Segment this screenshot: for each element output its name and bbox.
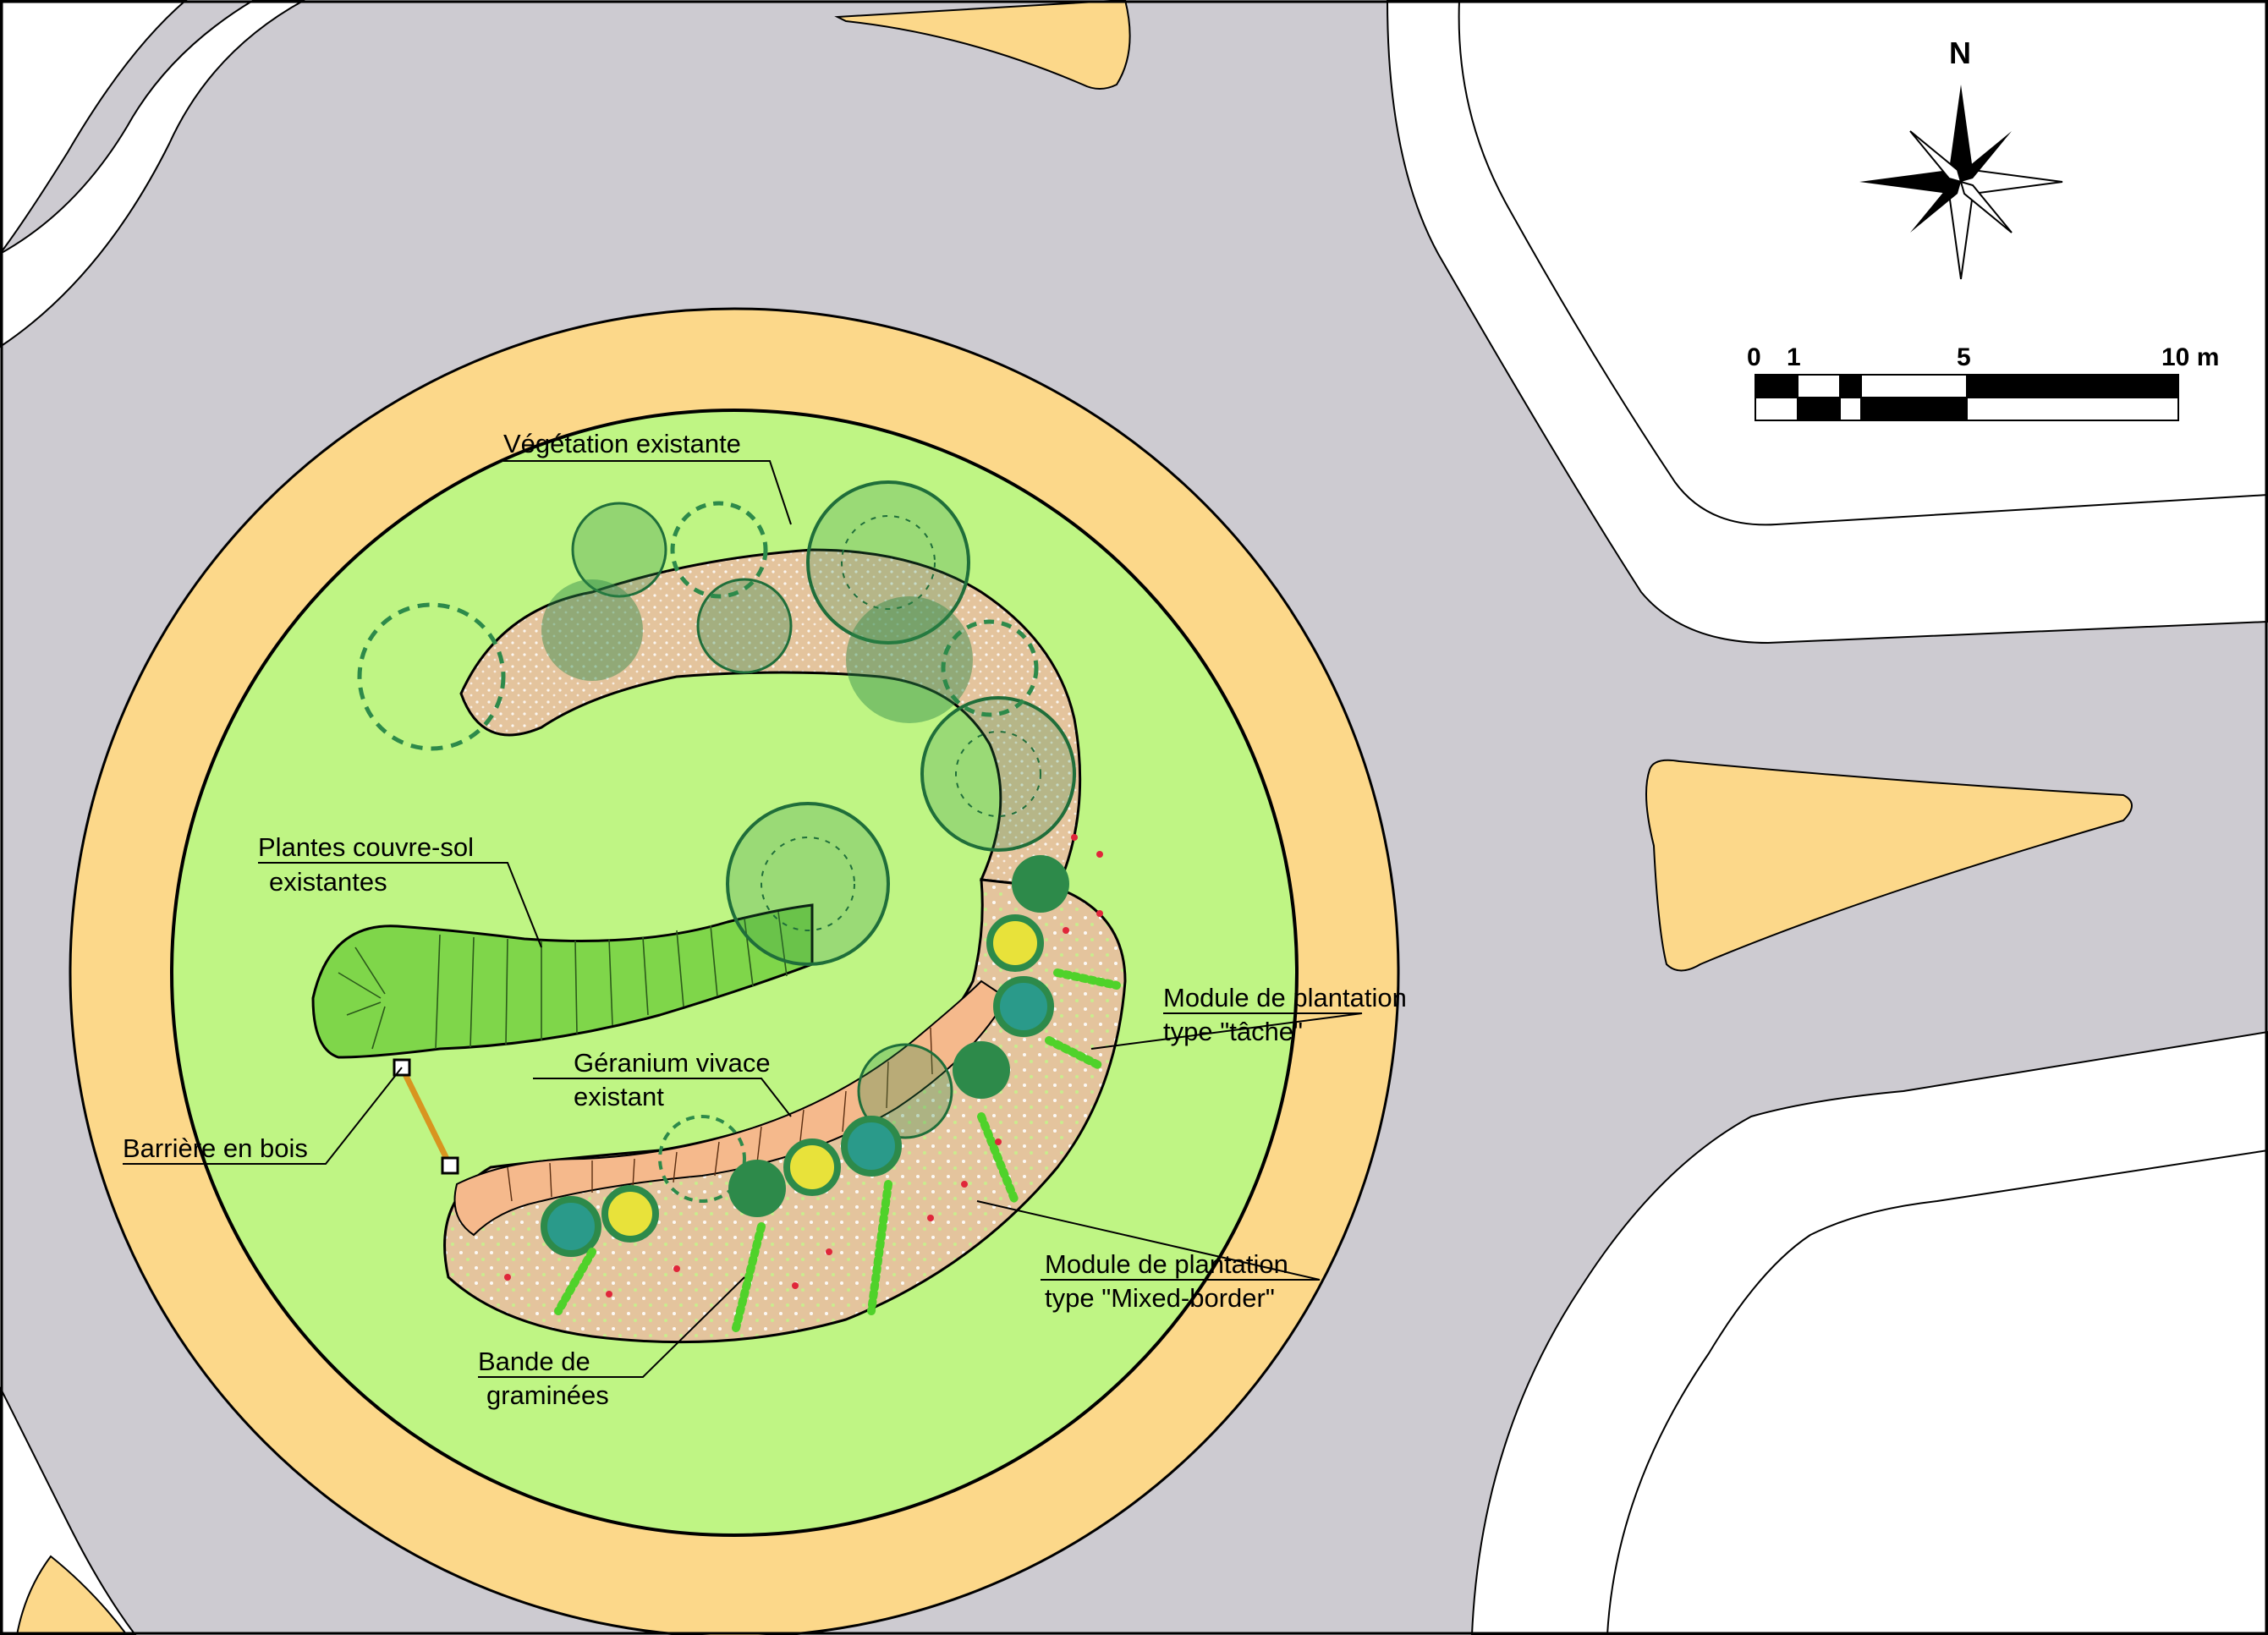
tree-icon (806, 480, 970, 645)
traffic-island-bottom-left (15, 1555, 129, 1635)
label-bande-line2: graminées (486, 1380, 609, 1410)
sidewalk-top-left-band (0, 0, 305, 348)
scale-tick-5: 5 (1957, 343, 1971, 371)
traffic-island-right (1645, 759, 2133, 972)
deciduous-tree-icon (941, 619, 1039, 717)
tree-icon (846, 596, 973, 723)
shrubs (541, 855, 1069, 1257)
label-plantes-line2: existantes (269, 867, 387, 897)
scale-tick-0: 0 (1747, 343, 1761, 371)
leader-lines (123, 460, 1363, 1378)
tree-canopies (357, 480, 1076, 1203)
label-tache-line1: Module de plantation (1163, 983, 1407, 1012)
block-right-lower-inner (1606, 1149, 2268, 1635)
scale-bar (1755, 374, 2179, 421)
accent-perennials (504, 834, 1103, 1298)
sidewalk-bottom-left (0, 1386, 137, 1635)
north-arrow-icon (1859, 85, 2063, 280)
deciduous-tree-icon (670, 501, 768, 599)
label-barriere: Barrière en bois (123, 1133, 308, 1163)
label-geranium-line2: existant (574, 1082, 664, 1111)
shrub-icon (986, 914, 1044, 972)
shrub-icon (841, 1116, 902, 1177)
grass-strips (554, 968, 1121, 1332)
label-mixed-line2: type "Mixed-border" (1045, 1283, 1275, 1313)
shrub-icon (728, 1160, 786, 1217)
groundcover-hatching (338, 911, 788, 1050)
groundcover-bed (311, 903, 814, 1059)
tree-icon (857, 1043, 953, 1139)
scale-tick-10: 10 m (2161, 343, 2219, 371)
tree-icon (920, 696, 1076, 852)
tree-icon (541, 579, 643, 681)
traffic-island-top (834, 0, 1131, 90)
shrub-icon (541, 1196, 601, 1257)
shrub-icon (783, 1138, 841, 1196)
tree-icon (571, 502, 667, 598)
label-tache-line2: type "tâche" (1163, 1017, 1303, 1046)
sidewalk-top-left (0, 0, 188, 255)
label-geranium-line1: Géranium vivace (574, 1048, 771, 1078)
tree-icon (726, 802, 890, 966)
shrub-icon (993, 976, 1054, 1037)
deciduous-tree-icon (658, 1115, 746, 1203)
label-plantes-line1: Plantes couvre-sol (258, 832, 474, 862)
label-mixed-line1: Module de plantation (1045, 1249, 1288, 1279)
tree-icon (696, 578, 793, 674)
label-vegetation-existante: Végétation existante (503, 429, 741, 458)
scale-tick-1: 1 (1787, 343, 1801, 371)
shrub-icon (1012, 855, 1069, 913)
shrub-icon (601, 1185, 659, 1243)
label-bande-line1: Bande de (478, 1347, 590, 1376)
shrub-icon (953, 1041, 1010, 1099)
deciduous-tree-icon (357, 602, 506, 751)
north-label: N (1949, 36, 1971, 70)
